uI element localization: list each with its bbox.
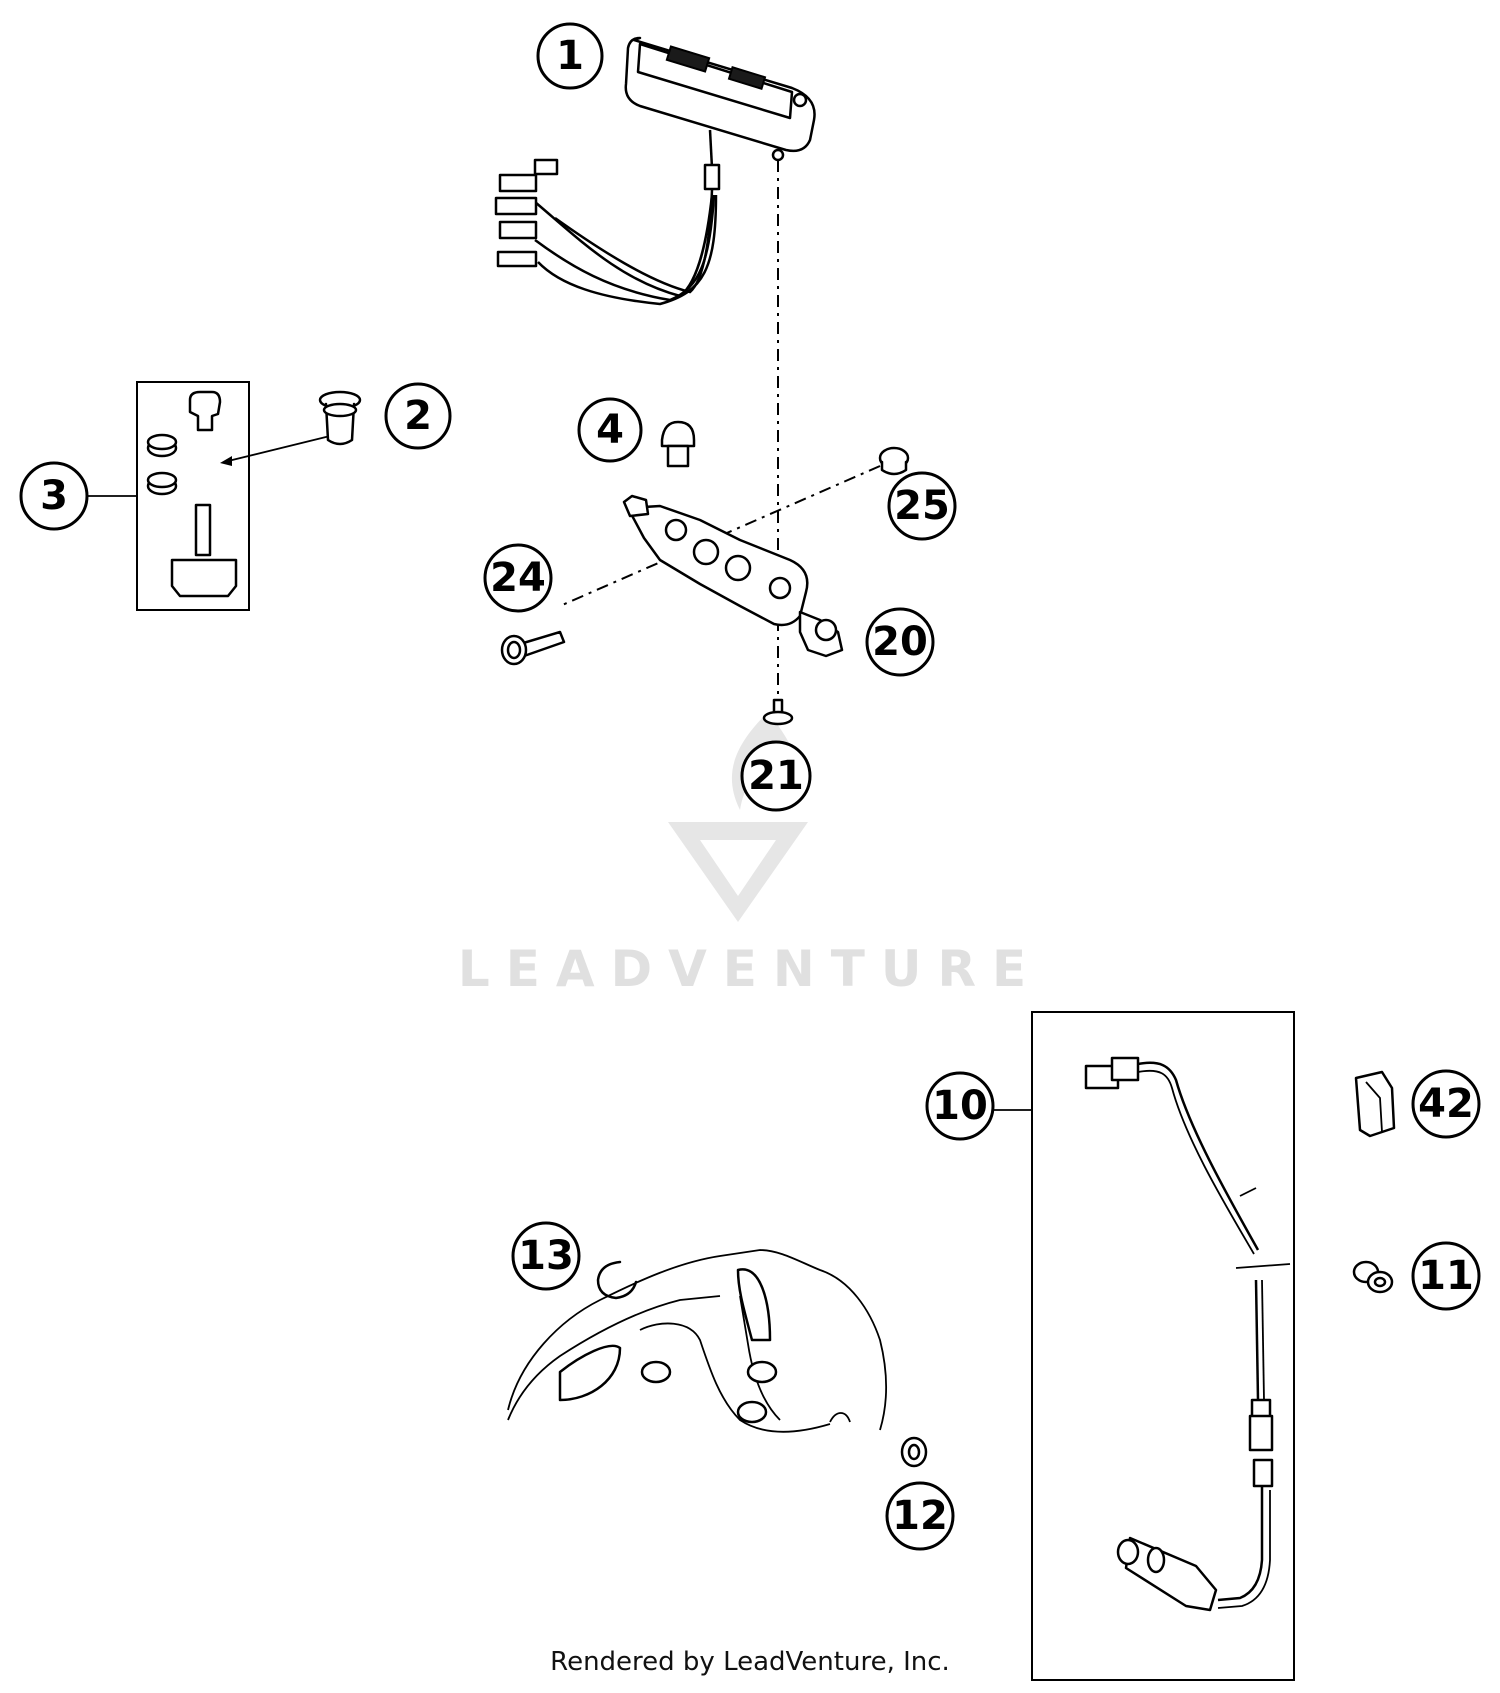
watermark-brand: LEADVENTURE	[458, 940, 1042, 998]
part-rubber-buffer[interactable]	[660, 420, 696, 468]
svg-text:42: 42	[1418, 1081, 1474, 1127]
callout-21[interactable]: 21	[740, 740, 812, 812]
callout-10[interactable]: 10	[925, 1071, 995, 1141]
part-cable-clamp[interactable]	[1352, 1260, 1394, 1294]
part-grommet[interactable]	[318, 390, 362, 446]
callout-2[interactable]: 2	[384, 382, 452, 450]
svg-text:21: 21	[748, 753, 804, 799]
svg-text:13: 13	[518, 1233, 574, 1279]
svg-text:20: 20	[872, 619, 928, 665]
svg-text:3: 3	[40, 473, 68, 519]
callout-42[interactable]: 42	[1411, 1069, 1481, 1139]
arrow-head	[220, 456, 232, 466]
part-holder-bracket[interactable]	[622, 494, 844, 658]
svg-text:12: 12	[892, 1493, 948, 1539]
part-circlip[interactable]	[596, 1260, 638, 1300]
callout-11[interactable]: 11	[1411, 1241, 1481, 1311]
callout-1[interactable]: 1	[536, 22, 604, 90]
part-screw[interactable]	[762, 698, 794, 726]
svg-text:25: 25	[894, 483, 950, 529]
callout-3[interactable]: 3	[19, 461, 89, 531]
part-speedometer[interactable]	[494, 36, 816, 306]
part-sensor-kit[interactable]	[994, 1011, 1295, 1681]
svg-text:24: 24	[490, 555, 546, 601]
part-bolt[interactable]	[500, 630, 566, 666]
guide-line-bolt	[559, 465, 881, 607]
svg-text:11: 11	[1418, 1253, 1474, 1299]
part-spacer[interactable]	[900, 1436, 928, 1468]
part-bushing[interactable]	[878, 446, 910, 476]
callout-13[interactable]: 13	[511, 1221, 581, 1291]
callout-20[interactable]: 20	[865, 607, 935, 677]
part-clip[interactable]	[1354, 1070, 1396, 1138]
callout-12[interactable]: 12	[885, 1481, 955, 1551]
svg-text:2: 2	[404, 393, 432, 439]
callout-4[interactable]: 4	[577, 397, 643, 463]
part-disc-guard	[507, 1249, 887, 1433]
part-kit-box[interactable]	[88, 381, 250, 611]
callout-25[interactable]: 25	[887, 471, 957, 541]
svg-text:4: 4	[596, 407, 624, 453]
leadventure-watermark: LEADVENTURE	[458, 712, 1042, 998]
svg-text:10: 10	[932, 1083, 988, 1129]
svg-text:1: 1	[556, 33, 584, 79]
callout-24[interactable]: 24	[483, 543, 553, 613]
footer-credit: Rendered by LeadVenture, Inc.	[550, 1647, 950, 1677]
arrow-line-2-to-3	[223, 435, 331, 463]
